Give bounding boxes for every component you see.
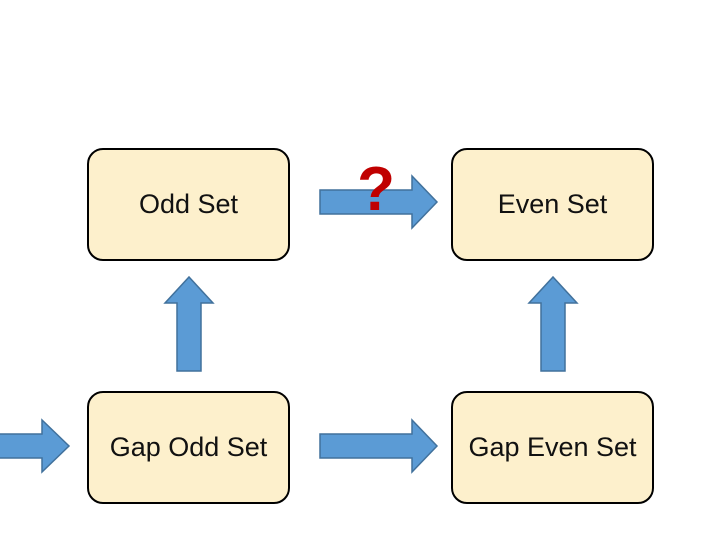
arrow-gapeven-to-even (527, 275, 579, 372)
gap-odd-set-box: Gap Odd Set (87, 391, 290, 504)
gap-even-set-box: Gap Even Set (451, 391, 654, 504)
arrow-gapodd-to-gapeven (319, 418, 439, 474)
gap-odd-set-label: Gap Odd Set (109, 432, 268, 462)
question-mark: ? (357, 155, 395, 224)
odd-set-box: Odd Set (87, 148, 290, 261)
odd-set-label: Odd Set (138, 189, 239, 219)
even-set-box: Even Set (451, 148, 654, 261)
arrow-gapodd-to-odd (163, 275, 215, 372)
even-set-label: Even Set (497, 189, 608, 219)
arrow-odd-to-even (319, 174, 439, 230)
arrow-incoming-to-gapodd (0, 418, 71, 474)
gap-even-set-label: Gap Even Set (468, 432, 637, 462)
